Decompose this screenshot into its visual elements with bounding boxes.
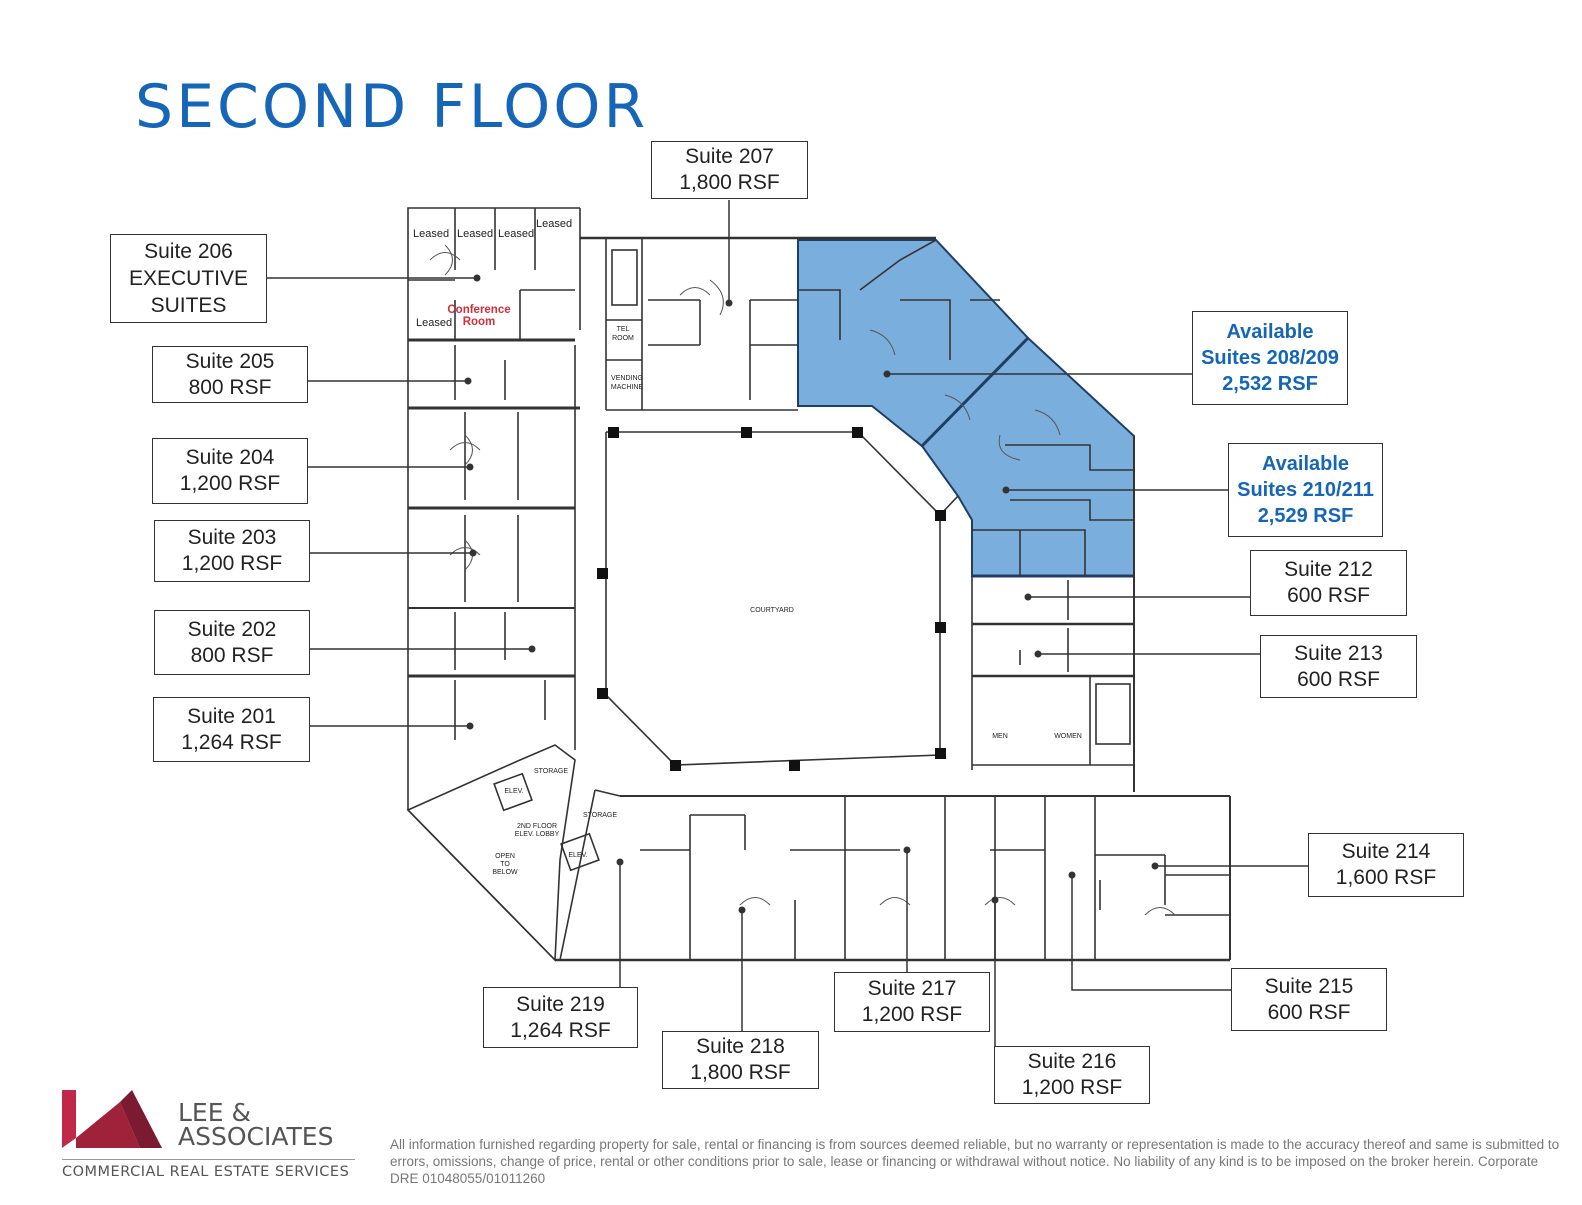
suite-210-211-status: Available [1261,453,1350,475]
suite-205-label: Suite 205 [185,349,275,373]
suite-216-area: 1,200 RSF [1021,1076,1123,1099]
suite-217-area: 1,200 RSF [861,1003,963,1026]
leased-label-2: Leased [457,228,493,240]
suite-207-area: 1,800 RSF [679,171,780,194]
suite-210-211-callout: Available Suites 210/211 2,529 RSF [1228,443,1383,537]
suite-219-area: 1,264 RSF [510,1018,611,1042]
suite-219-label: Suite 219 [516,992,605,1016]
storage-label-2: STORAGE [583,812,617,819]
suite-215-area: 600 RSF [1267,1000,1351,1024]
tel-room-label-1: TEL [617,326,630,333]
courtyard-boundary [605,431,941,766]
suite-208-209-status: Available [1226,321,1314,343]
elev-label-1: ELEV. [504,788,523,795]
suite-218-label: Suite 218 [696,1035,785,1058]
elev-label-2: ELEV. [568,852,587,859]
suite-212-area: 600 RSF [1287,584,1370,607]
lee-associates-logo-icon [62,1090,162,1148]
suite-214-area: 1,600 RSF [1335,866,1437,889]
page-title: SECOND FLOOR [135,72,649,142]
suite-212-callout: Suite 212 600 RSF [1250,550,1407,616]
suite-217-label: Suite 217 [867,977,957,1000]
suite-219-callout: Suite 219 1,264 RSF [483,987,638,1048]
suite-210-211-label: Suites 210/211 [1237,479,1374,501]
suite-218-callout: Suite 218 1,800 RSF [662,1031,819,1089]
suite-206-desc-1: EXECUTIVE [128,267,249,290]
lobby-label-2: ELEV. LOBBY [515,831,560,838]
suite-208-209-callout: Available Suites 208/209 2,532 RSF [1192,311,1348,405]
suite-202-area: 800 RSF [190,643,274,667]
tel-room-label-2: ROOM [612,335,634,342]
suite-204-area: 1,200 RSF [179,472,281,495]
suite-218-area: 1,800 RSF [690,1061,791,1084]
courtyard-label: COURTYARD [750,607,794,614]
suite-203-area: 1,200 RSF [181,552,283,575]
leased-label-5: Leased [416,317,452,329]
leased-label-3: Leased [498,228,534,240]
suite-201-label: Suite 201 [187,704,276,728]
suite-207-label: Suite 207 [685,145,774,168]
suite-205-area: 800 RSF [188,375,272,399]
suite-215-callout: Suite 215 600 RSF [1231,968,1387,1031]
logo-tagline: COMMERCIAL REAL ESTATE SERVICES [62,1164,350,1180]
disclaimer-text: All information furnished regarding prop… [390,1137,1560,1186]
suite-206-desc-2: SUITES [150,294,227,317]
suite-202-label: Suite 202 [187,617,277,641]
suite-213-callout: Suite 213 600 RSF [1260,635,1417,698]
suite-213-area: 600 RSF [1297,667,1380,691]
suite-205-callout: Suite 205 800 RSF [152,346,308,403]
vending-label-1: VENDING [611,375,643,382]
open-label-1: OPEN [495,853,515,860]
suite-208-209-label: Suites 208/209 [1201,347,1339,369]
conference-label-2: Room [463,316,496,328]
women-label: WOMEN [1054,733,1082,740]
open-label-2: TO [500,861,510,868]
suite-214-label: Suite 214 [1341,840,1431,863]
logo-line-1: LEE & [178,1098,251,1127]
leased-label-1: Leased [413,228,449,240]
suite-201-callout: Suite 201 1,264 RSF [153,697,310,762]
suite-213-label: Suite 213 [1294,641,1383,665]
suite-206-callout: Suite 206 EXECUTIVE SUITES [110,234,267,323]
logo-line-2: ASSOCIATES [178,1122,334,1151]
leased-label-4: Leased [536,218,572,230]
suite-208-209-area: 2,532 RSF [1222,373,1318,395]
logo-divider [62,1159,355,1160]
men-label: MEN [992,733,1008,740]
suite-204-callout: Suite 204 1,200 RSF [152,438,308,504]
suite-217-callout: Suite 217 1,200 RSF [834,972,990,1032]
conference-label-1: Conference [447,304,510,316]
suite-216-label: Suite 216 [1027,1050,1117,1073]
vending-label-2: MACHINE [611,384,644,391]
suite-202-callout: Suite 202 800 RSF [154,610,310,675]
storage-label-1: STORAGE [534,768,568,775]
suite-203-label: Suite 203 [187,526,277,549]
suite-210-211-area: 2,529 RSF [1257,505,1354,527]
open-label-3: BELOW [492,869,518,876]
suite-215-label: Suite 215 [1264,974,1354,998]
lobby-label-1: 2ND FLOOR [517,823,557,830]
suite-212-label: Suite 212 [1284,558,1373,581]
suite-206-label: Suite 206 [144,240,233,263]
suite-203-callout: Suite 203 1,200 RSF [154,520,310,582]
suite-207-callout: Suite 207 1,800 RSF [651,141,808,199]
suite-201-area: 1,264 RSF [181,730,282,754]
suite-216-callout: Suite 216 1,200 RSF [994,1046,1150,1104]
suite-204-label: Suite 204 [185,446,275,469]
suite-214-callout: Suite 214 1,600 RSF [1308,833,1464,897]
